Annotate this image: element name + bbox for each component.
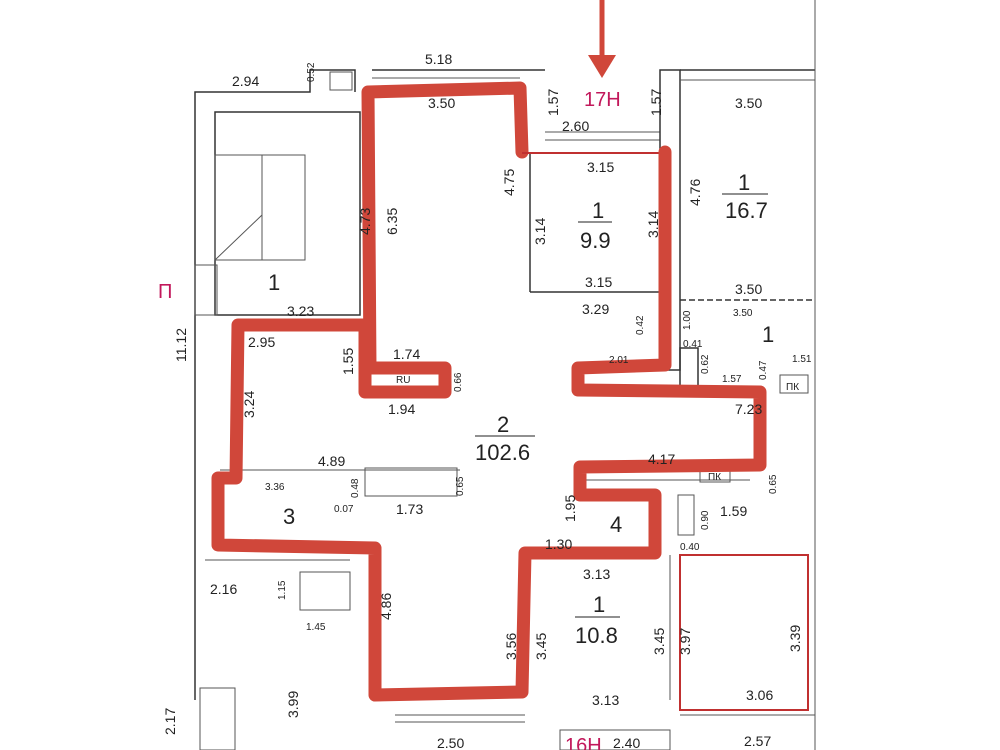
entrance-label-top: 17Н	[584, 89, 621, 111]
dimension-label: 1.45	[306, 622, 326, 633]
dimension-label: 4.86	[378, 593, 394, 620]
dimension-label: 1.57	[545, 89, 561, 116]
dimension-label: 6.35	[384, 208, 400, 235]
room-stairwell-number: 1	[268, 270, 280, 295]
room-3-number: 3	[283, 504, 295, 529]
room-10-8: 1 10.8	[575, 592, 620, 648]
room-area: 10.8	[575, 623, 618, 648]
dimension-label: 1.95	[562, 495, 578, 522]
room-area: 9.9	[580, 228, 611, 253]
room-number: 1	[738, 170, 750, 195]
dimension-label: 5.18	[425, 51, 452, 67]
entrance-arrow-icon	[588, 0, 616, 78]
walls	[194, 0, 816, 750]
dimension-label: 0.52	[306, 62, 317, 82]
dimension-label: 1.94	[388, 401, 415, 417]
dimension-label: 0.65	[768, 474, 779, 494]
room-area: 102.6	[475, 440, 530, 465]
fixture-label: ПК	[786, 382, 799, 393]
dimension-label: 3.36	[265, 482, 285, 493]
entrance-label-bottom: 16Н	[565, 735, 602, 750]
dimension-label: 3.24	[241, 391, 257, 418]
dimension-labels: 5.18 2.94 0.52 3.50 1.57 1.57 2.60 3.15 …	[162, 51, 812, 750]
dimension-label: 0.47	[758, 360, 769, 380]
dimension-label: 7.23	[735, 401, 762, 417]
dimension-label: 11.12	[173, 328, 189, 362]
dimension-label: 2.17	[162, 708, 178, 735]
dimension-label: 0.07	[334, 504, 354, 515]
dimension-label: 2.60	[562, 118, 589, 134]
dimension-label: 3.45	[651, 628, 667, 655]
dimension-label: 1.30	[545, 536, 572, 552]
room-4-number: 4	[610, 512, 622, 537]
dimension-label: 3.39	[787, 625, 803, 652]
premises-outline	[361, 81, 529, 375]
dimension-label: 1.57	[722, 374, 742, 385]
room-area: 16.7	[725, 198, 768, 223]
dimension-label: 4.73	[357, 208, 373, 235]
dimension-label: 2.57	[744, 733, 771, 749]
dimension-label: 3.50	[428, 95, 455, 111]
dimension-label: 0.66	[453, 372, 464, 392]
room-9-9: 1 9.9	[578, 198, 612, 253]
dimension-label: 3.97	[677, 628, 693, 655]
fixture-label: ПК	[708, 472, 721, 483]
dimension-label: 0.62	[700, 354, 711, 374]
dimension-label: 1.73	[396, 501, 423, 517]
dimension-label: 1.57	[648, 89, 664, 116]
dimension-label: 0.48	[350, 478, 361, 498]
dimension-label: 3.13	[592, 692, 619, 708]
dimension-label: 0.42	[635, 315, 646, 335]
dimension-label: 3.15	[587, 159, 614, 175]
dimension-label: 4.17	[648, 451, 675, 467]
dimension-label: 1.00	[682, 310, 693, 330]
room-16-7: 1 16.7	[722, 170, 768, 223]
room-number: 1	[592, 198, 604, 223]
dimension-label: 1.51	[792, 354, 812, 365]
dimension-label: 3.23	[287, 303, 314, 319]
room-side-number: 1	[762, 322, 774, 347]
dimension-label: 4.89	[318, 453, 345, 469]
dimension-label: 3.29	[582, 301, 609, 317]
side-marker: П	[158, 281, 172, 303]
dimension-label: 2.94	[232, 73, 259, 89]
dimension-label: 3.06	[746, 687, 773, 703]
room-number: 1	[593, 592, 605, 617]
dimension-label: 0.40	[680, 542, 700, 553]
dimension-label: 3.50	[735, 95, 762, 111]
premises-outline	[211, 145, 767, 702]
dimension-label: 2.50	[437, 735, 464, 750]
room-number: 2	[497, 412, 509, 437]
room-102-6: 2 102.6	[475, 412, 535, 465]
dimension-label: 2.01	[609, 355, 629, 366]
dimension-label: 3.56	[503, 633, 519, 660]
dimension-label: 4.76	[687, 179, 703, 206]
dimension-label: 3.50	[733, 308, 753, 319]
dimension-label: 3.14	[645, 211, 661, 238]
dimension-label: 0.90	[700, 510, 711, 530]
dimension-label: 0.41	[683, 339, 703, 350]
dimension-label: 2.16	[210, 581, 237, 597]
dimension-label: 1.15	[277, 580, 288, 600]
dimension-label: 1.74	[393, 346, 420, 362]
dimension-label: 2.95	[248, 334, 275, 350]
dimension-label: 3.45	[533, 633, 549, 660]
dimension-label: 3.14	[532, 218, 548, 245]
dimension-label: 4.75	[501, 169, 517, 196]
dimension-label: 2.40	[613, 735, 640, 750]
dimension-label: 3.50	[735, 281, 762, 297]
dimension-label: 1.59	[720, 503, 747, 519]
dimension-label: 3.13	[583, 566, 610, 582]
dimension-label: 3.15	[585, 274, 612, 290]
watermark: RU	[396, 375, 410, 386]
dimension-label: 1.55	[340, 348, 356, 375]
dimension-label: 3.99	[285, 691, 301, 718]
dimension-label: 0.65	[455, 476, 466, 496]
